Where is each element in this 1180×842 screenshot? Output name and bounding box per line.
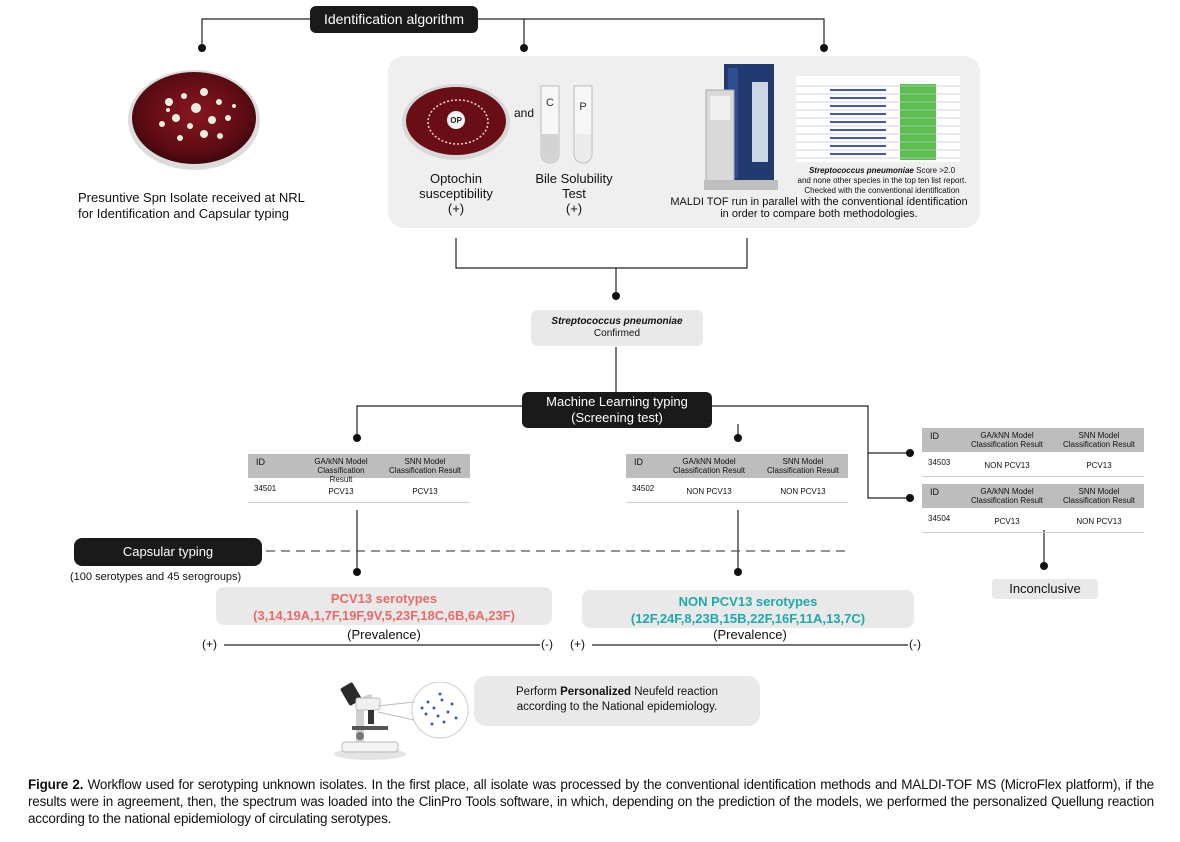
table-row: 34503 NON PCV13 PCV13 xyxy=(922,452,1144,477)
capsular-typing-sub: (100 serotypes and 45 serogroups) xyxy=(70,571,242,583)
row-id: 34504 xyxy=(928,514,951,523)
tube-c-label: C xyxy=(546,97,554,109)
nonpcv13-title: NON PCV13 serotypes xyxy=(678,594,818,609)
isolate-description: Presuntive Spn Isolate received at NRL f… xyxy=(78,190,328,222)
optochin-plate-icon: OP xyxy=(402,84,510,160)
row-result-1: PCV13 xyxy=(994,517,1020,526)
optochin-line-2: susceptibility xyxy=(419,186,493,201)
table-row: 34502 NON PCV13 NON PCV13 xyxy=(626,478,848,503)
maldi-report-thumbnail xyxy=(796,76,960,162)
bile-label: Bile Solubility Test (+) xyxy=(524,171,624,216)
capsular-typing-title: Capsular typing xyxy=(74,538,262,566)
nonpcv13-minus: (-) xyxy=(909,637,921,651)
algorithm-title: Identification algorithm xyxy=(310,6,478,33)
table-row: 34501 PCV13 PCV13 xyxy=(248,478,470,503)
table-row: 34504 PCV13 NON PCV13 xyxy=(922,508,1144,533)
row-result-2: NON PCV13 xyxy=(1076,517,1122,526)
neufeld-pre: Perform xyxy=(516,686,561,698)
nonpcv13-prevalence: (Prevalence) xyxy=(713,627,787,642)
maldi-line-2: and none other species in the top ten li… xyxy=(797,176,967,185)
optochin-label: Optochin susceptibility (+) xyxy=(398,171,514,216)
pcv13-minus: (-) xyxy=(541,637,553,651)
row-id: 34502 xyxy=(632,484,655,493)
bile-line-1: Bile Solubility xyxy=(535,171,613,186)
ml-typing-box: Machine Learning typing (Screening test) xyxy=(522,392,712,428)
header-id: ID xyxy=(930,431,939,441)
isolate-line-2: for Identification and Capsular typing xyxy=(78,206,290,221)
caption-label: Figure 2. xyxy=(28,777,84,792)
nonpcv13-serotypes-box: NON PCV13 serotypes (12F,24F,8,23B,15B,2… xyxy=(582,590,914,628)
bile-tubes-icon: C P xyxy=(540,85,593,164)
maldi-score: Score >2.0 xyxy=(913,166,956,175)
maldi-line-3: Checked with the conventional identifica… xyxy=(804,186,960,195)
pcv13-list: (3,14,19A,1,7F,19F,9V,5,23F,18C,6B,6A,23… xyxy=(253,608,515,623)
figure-caption: Figure 2. Workflow used for serotyping u… xyxy=(28,776,1154,827)
inconclusive-box: Inconclusive xyxy=(992,579,1098,599)
row-result-2: PCV13 xyxy=(412,487,438,496)
optochin-result: (+) xyxy=(447,201,465,216)
isolate-line-1: Presuntive Spn Isolate received at NRL xyxy=(78,190,305,205)
microscope-icon xyxy=(334,682,469,760)
neufeld-post: Neufeld reaction xyxy=(631,686,718,698)
petri-dish-icon xyxy=(128,70,260,170)
row-result-2: PCV13 xyxy=(1086,461,1112,470)
caption-text: Workflow used for serotyping unknown iso… xyxy=(28,777,1154,826)
maldi-line-4: MALDI TOF run in parallel with the conve… xyxy=(670,196,968,208)
tube-p-label: P xyxy=(579,101,586,113)
maldi-instrument-icon xyxy=(704,64,778,190)
optochin-disk-label: OP xyxy=(450,116,462,125)
maldi-species: Streptococcus pneumoniae xyxy=(808,166,914,175)
optochin-line-1: Optochin xyxy=(429,171,483,186)
maldi-line-5: in order to compare both methodologies. xyxy=(720,208,918,220)
header-id: ID xyxy=(930,487,939,497)
pcv13-prevalence: (Prevalence) xyxy=(347,627,421,642)
neufeld-bold: Personalized xyxy=(560,686,632,698)
pcv13-title: PCV13 serotypes xyxy=(330,591,438,606)
bile-result: (+) xyxy=(565,201,583,216)
neufeld-box: Perform Personalized Neufeld reaction ac… xyxy=(474,676,760,726)
neufeld-line-2: according to the National epidemiology. xyxy=(516,701,718,713)
pcv13-plus: (+) xyxy=(202,637,217,651)
confirmed-box: Streptococcus pneumoniae Confirmed xyxy=(531,310,703,346)
header-id: ID xyxy=(256,457,265,467)
and-label: and xyxy=(514,106,535,120)
header-id: ID xyxy=(634,457,643,467)
nonpcv13-list: (12F,24F,8,23B,15B,22F,16F,11A,13,7C) xyxy=(630,611,866,626)
row-id: 34503 xyxy=(928,458,951,467)
nonpcv13-plus: (+) xyxy=(570,637,585,651)
row-result-1: NON PCV13 xyxy=(984,461,1030,470)
row-result-2: NON PCV13 xyxy=(780,487,826,496)
row-id: 34501 xyxy=(254,484,277,493)
ml-line-2: (Screening test) xyxy=(571,410,663,425)
maldi-description: MALDI TOF run in parallel with the conve… xyxy=(658,196,980,220)
pcv13-serotypes-box: PCV13 serotypes (3,14,19A,1,7F,19F,9V,5,… xyxy=(216,587,552,625)
confirmed-status: Confirmed xyxy=(593,328,641,339)
maldi-score-text: Streptococcus pneumoniae Score >2.0 and … xyxy=(788,166,976,196)
confirmed-species: Streptococcus pneumoniae xyxy=(551,316,683,327)
row-result-1: PCV13 xyxy=(328,487,354,496)
row-result-1: NON PCV13 xyxy=(686,487,732,496)
ml-line-1: Machine Learning typing xyxy=(546,394,688,409)
bile-line-2: Test xyxy=(562,186,586,201)
